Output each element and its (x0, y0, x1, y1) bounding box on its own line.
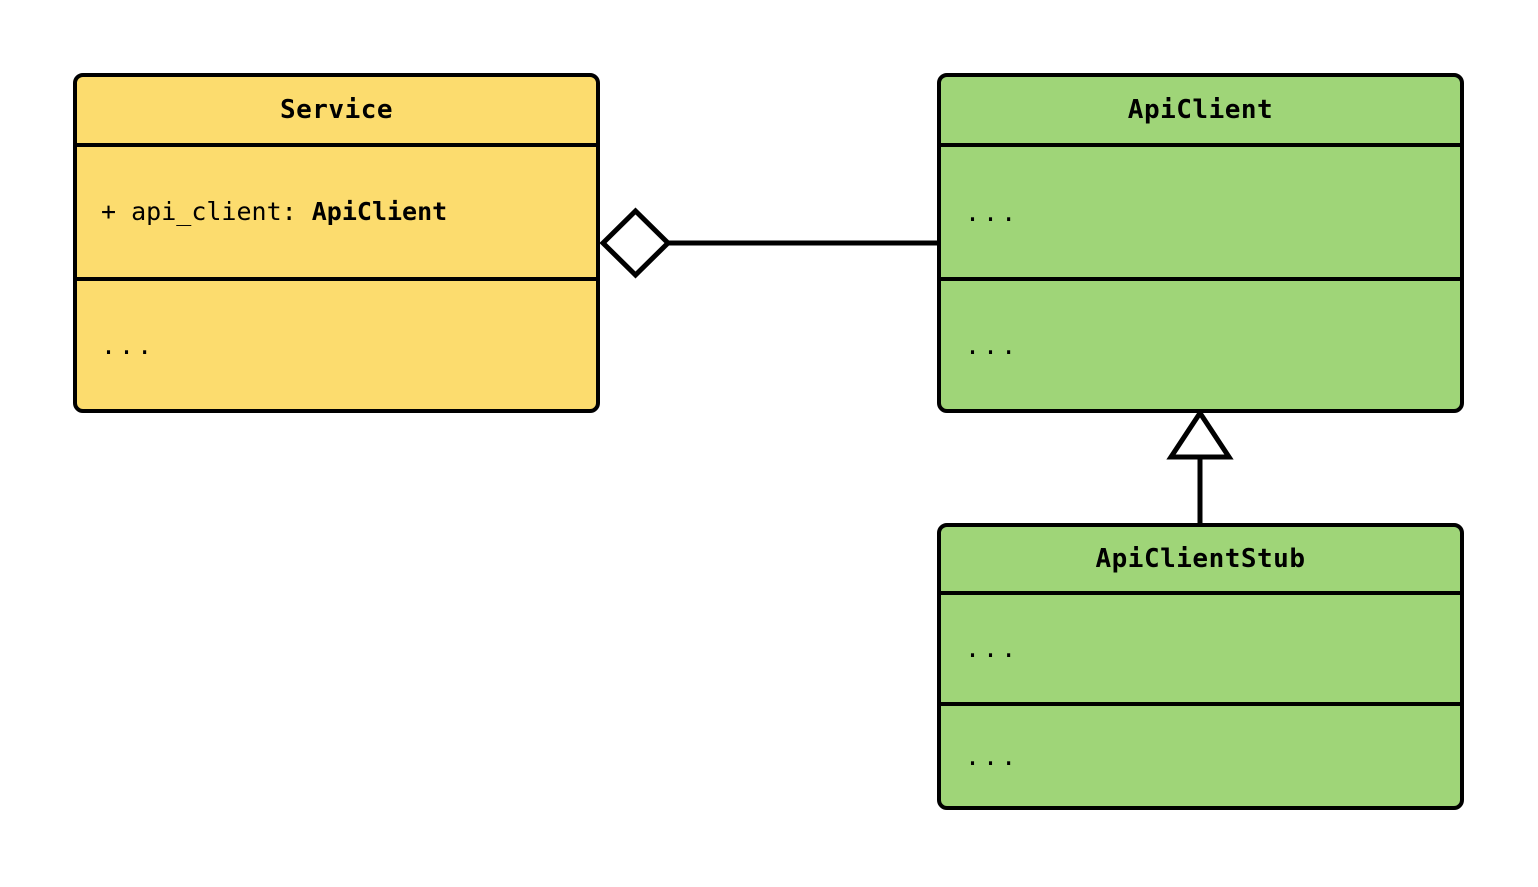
class-operations-service: ... (77, 277, 596, 409)
hollow-diamond-icon (599, 207, 672, 279)
class-attributes-apiclientstub: ... (941, 591, 1460, 702)
attribute-type: ApiClient (311, 197, 448, 227)
class-title-apiclient: ApiClient (1127, 95, 1274, 125)
attribute-row: + api_client: ApiClient (101, 195, 596, 229)
class-operations-apiclientstub: ... (941, 702, 1460, 806)
attribute-name: api_client: (131, 197, 312, 227)
class-title-apiclientstub: ApiClientStub (1095, 544, 1306, 574)
class-attributes-service: + api_client: ApiClient (77, 143, 596, 277)
attributes-ellipsis: ... (965, 634, 1020, 663)
class-box-apiclient[interactable]: ApiClient ... ... (937, 73, 1464, 413)
hollow-triangle-icon (1166, 408, 1234, 460)
generalization-relationship (1166, 408, 1234, 523)
attributes-ellipsis: ... (965, 197, 1020, 227)
class-title-service: Service (279, 95, 394, 125)
operations-ellipsis: ... (965, 741, 1020, 771)
class-box-service[interactable]: Service + api_client: ApiClient ... (73, 73, 600, 413)
class-box-apiclientstub[interactable]: ApiClientStub ... ... (937, 523, 1464, 810)
operations-ellipsis: ... (965, 330, 1020, 360)
class-operations-apiclient: ... (941, 277, 1460, 409)
class-attributes-apiclient: ... (941, 143, 1460, 277)
aggregation-relationship (599, 207, 937, 279)
attribute-visibility: + (101, 197, 132, 227)
operations-ellipsis: ... (101, 330, 156, 360)
